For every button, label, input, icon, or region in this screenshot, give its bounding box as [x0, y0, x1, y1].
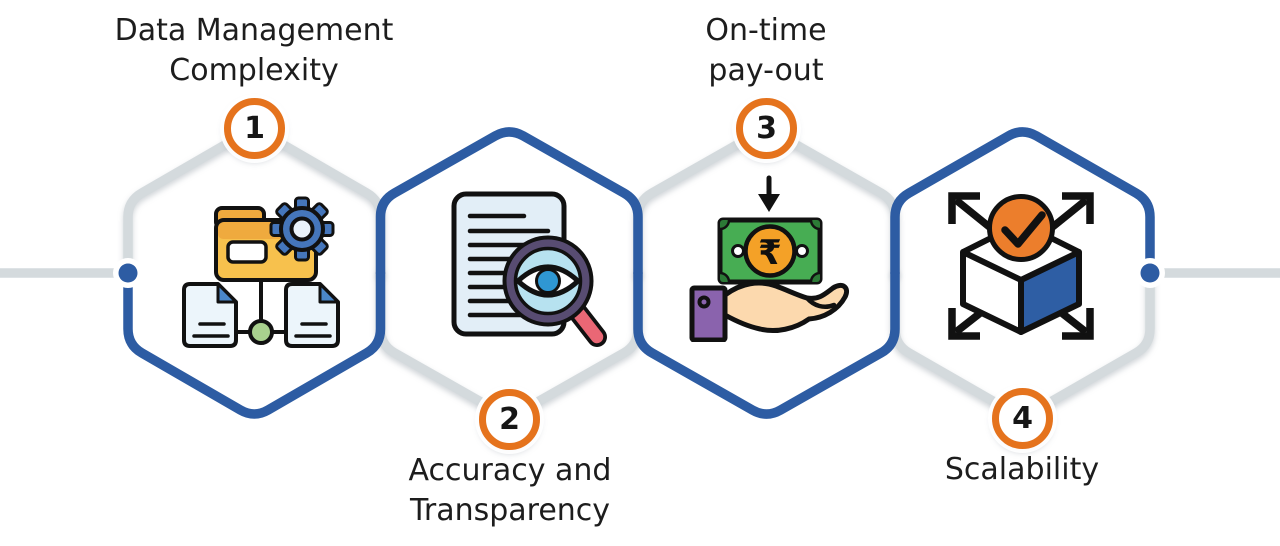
cuff: [689, 285, 728, 342]
folder-label: [226, 240, 268, 264]
step-3-number: 3: [756, 111, 777, 146]
step-2-number-badge: 2: [479, 389, 540, 450]
step-3-number-badge: 3: [736, 98, 797, 159]
arrow-head: [758, 194, 780, 212]
connector-dot-left: [118, 263, 138, 283]
step-1-title: Data Management Complexity: [114, 13, 394, 88]
folder-gear-documents-icon: [182, 196, 340, 348]
step-3-title: On-time pay-out: [705, 13, 827, 88]
step-2-title: Accuracy and Transparency: [408, 453, 612, 528]
cuff-button: [697, 295, 711, 309]
magnifier-icon: [502, 235, 607, 347]
document-icon: [182, 282, 238, 348]
banknote-icon: ₹: [717, 217, 823, 285]
hand-icon: [689, 280, 849, 342]
document-fold: [216, 282, 238, 304]
rupee-symbol: ₹: [758, 233, 782, 273]
check-circle: [987, 194, 1055, 262]
banknote-corners: [720, 220, 820, 282]
document-fold: [318, 282, 340, 304]
document-icon: [284, 282, 340, 348]
palm: [722, 280, 849, 334]
arrowhead-top-right: [1062, 192, 1094, 224]
checkmark: [1001, 211, 1046, 248]
cube-icon: [960, 249, 1082, 335]
cash-payout-hand-icon: ₹: [689, 175, 849, 342]
gear-icon: [269, 196, 335, 262]
step-4-number-badge: 4: [992, 388, 1053, 449]
eye-icon: [515, 264, 581, 298]
hexagon-3-bottom-edge: [633, 268, 900, 419]
step-4-number: 4: [1012, 401, 1033, 436]
eye-iris: [535, 268, 561, 294]
hexagon-1-bottom-edge: [123, 268, 386, 419]
expand-cube-checkmark-icon: [948, 192, 1094, 340]
handle: [569, 303, 604, 344]
arrowhead-top-left: [948, 192, 980, 224]
check-circle-icon: [987, 194, 1055, 262]
connector-dot-right: [1140, 263, 1160, 283]
note-dot: [731, 244, 745, 258]
rupee-coin-icon: ₹: [743, 224, 797, 278]
hexagon-4-top-edge: [890, 127, 1155, 278]
coin-circle: [743, 224, 797, 278]
hexagon-2-top-edge: [375, 127, 643, 278]
note-dot: [795, 244, 809, 258]
finger-fold: [804, 295, 837, 309]
down-arrow-icon: [758, 175, 780, 212]
node-circle: [248, 319, 274, 345]
step-2-number: 2: [499, 402, 520, 437]
gear-hub: [289, 216, 315, 242]
step-1-number-badge: 1: [224, 98, 285, 159]
document-magnifier-eye-icon: [451, 191, 607, 347]
cube-right-face: [1018, 249, 1082, 335]
arrowhead-bottom-right: [1062, 308, 1094, 340]
step-1-number: 1: [244, 111, 265, 146]
arrowhead-bottom-left: [948, 308, 980, 340]
step-4-title: Scalability: [944, 452, 1100, 487]
